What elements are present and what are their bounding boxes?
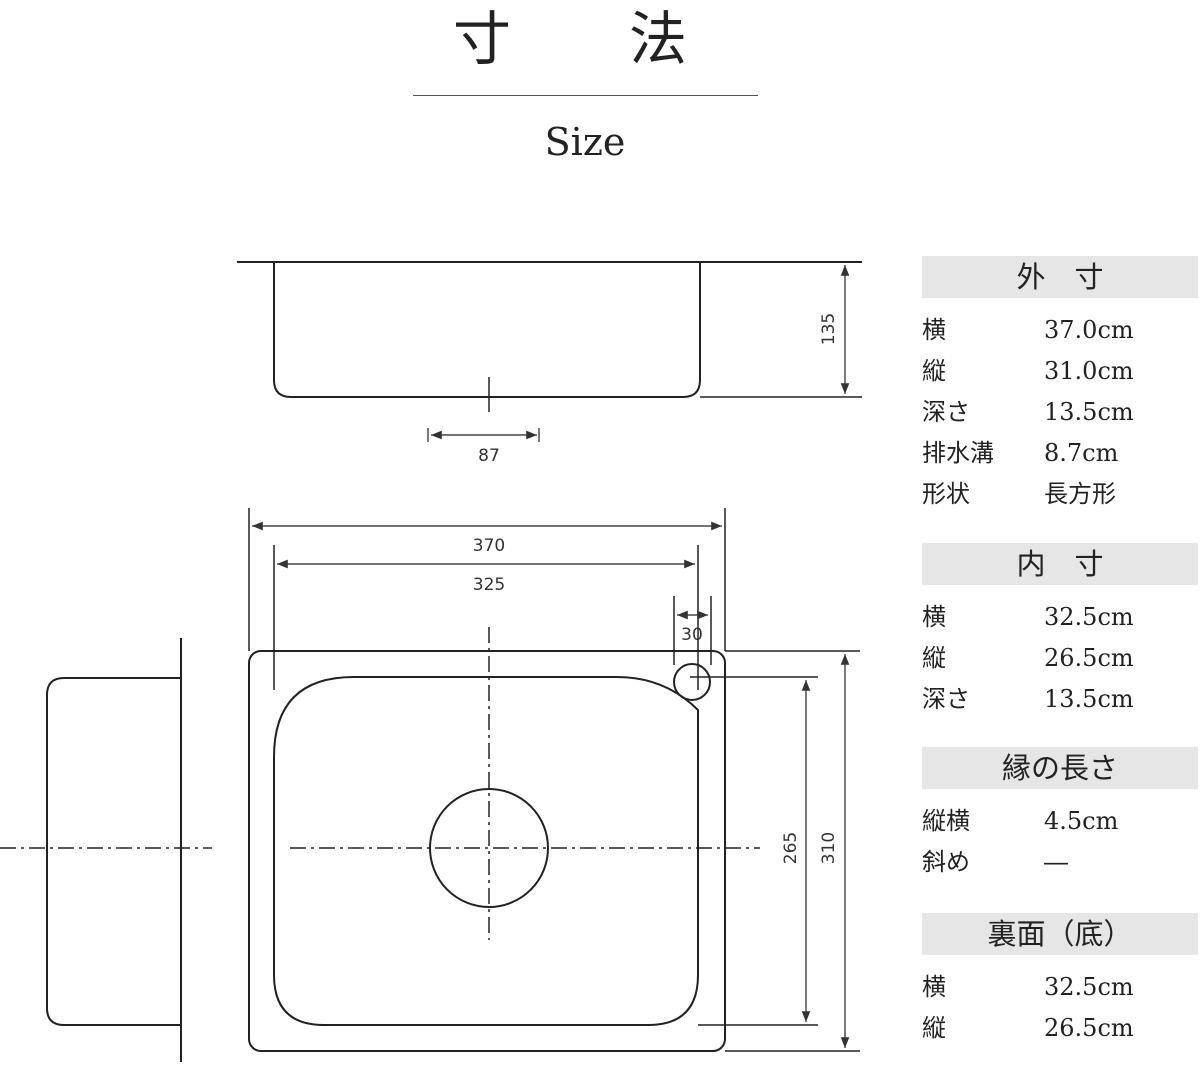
spec-label: 縦 [922,1014,946,1042]
spec-value: ― [1044,848,1068,876]
title-divider [413,95,758,96]
spec-label: 横 [922,973,946,1001]
spec-heading: 外 寸 [922,256,1198,298]
spec-label: 縦 [922,357,946,385]
spec-row: 縦横 4.5cm [922,801,1198,842]
spec-label: 深さ [922,398,970,426]
front-view [0,638,212,1062]
spec-outer-dimensions: 外 寸 横 37.0cm 縦 31.0cm 深さ 13.5cm 排水溝 8.7cm 形状… [922,256,1198,515]
spec-label: 横 [922,603,946,631]
spec-heading: 縁の長さ [922,747,1198,789]
spec-row: 縦 26.5cm [922,638,1198,679]
page-subtitle: Size [544,120,626,164]
spec-row: 形状 長方形 [922,474,1198,515]
overflow-width-label: 30 [681,625,703,645]
spec-row: 縦 31.0cm [922,351,1198,392]
outer-rim-outline [248,650,726,1052]
spec-value: 13.5cm [1044,398,1134,426]
spec-row: 深さ 13.5cm [922,679,1198,720]
spec-value: 4.5cm [1044,807,1119,835]
spec-label: 縦 [922,644,946,672]
spec-heading: 裏面（底） [922,913,1198,955]
spec-value: 26.5cm [1044,1014,1134,1042]
spec-label: 斜め [922,848,970,876]
spec-value: 長方形 [1044,480,1116,508]
spec-row: 縦 26.5cm [922,1008,1198,1049]
spec-value: 31.0cm [1044,357,1134,385]
spec-value: 37.0cm [1044,316,1134,344]
outer-depth-label: 310 [819,832,839,864]
overflow-hole [673,663,711,701]
spec-inner-dimensions: 内 寸 横 32.5cm 縦 26.5cm 深さ 13.5cm [922,543,1198,720]
spec-row: 深さ 13.5cm [922,392,1198,433]
front-basin-outline [46,677,181,1026]
spec-label: 深さ [922,685,970,713]
drain-width-label: 87 [478,446,500,466]
spec-row: 横 32.5cm [922,597,1198,638]
page-title: 寸 法 [452,5,717,73]
outer-width-label: 370 [473,536,505,556]
spec-label: 縦横 [922,807,970,835]
spec-label: 横 [922,316,946,344]
spec-value: 26.5cm [1044,644,1134,672]
spec-value: 13.5cm [1044,685,1134,713]
sink-dimension-drawing: 135 87 370 325 30 265 310 [0,261,862,1062]
spec-bottom-surface: 裏面（底） 横 32.5cm 縦 26.5cm [922,913,1198,1049]
side-basin-outline [273,262,701,398]
side-view [237,261,862,442]
inner-basin-outline [273,676,699,1026]
inner-width-label: 325 [473,575,505,595]
spec-value: 32.5cm [1044,603,1134,631]
spec-heading: 内 寸 [922,543,1198,585]
spec-rim-length: 縁の長さ 縦横 4.5cm 斜め ― [922,747,1198,883]
spec-label: 排水溝 [922,439,994,467]
spec-row: 横 32.5cm [922,967,1198,1008]
plan-view [248,508,860,1052]
spec-row: 横 37.0cm [922,310,1198,351]
spec-label: 形状 [922,480,970,508]
inner-depth-label: 265 [781,832,801,864]
spec-value: 8.7cm [1044,439,1119,467]
spec-row: 排水溝 8.7cm [922,433,1198,474]
spec-value: 32.5cm [1044,973,1134,1001]
side-depth-label: 135 [819,313,839,345]
spec-row: 斜め ― [922,842,1198,883]
